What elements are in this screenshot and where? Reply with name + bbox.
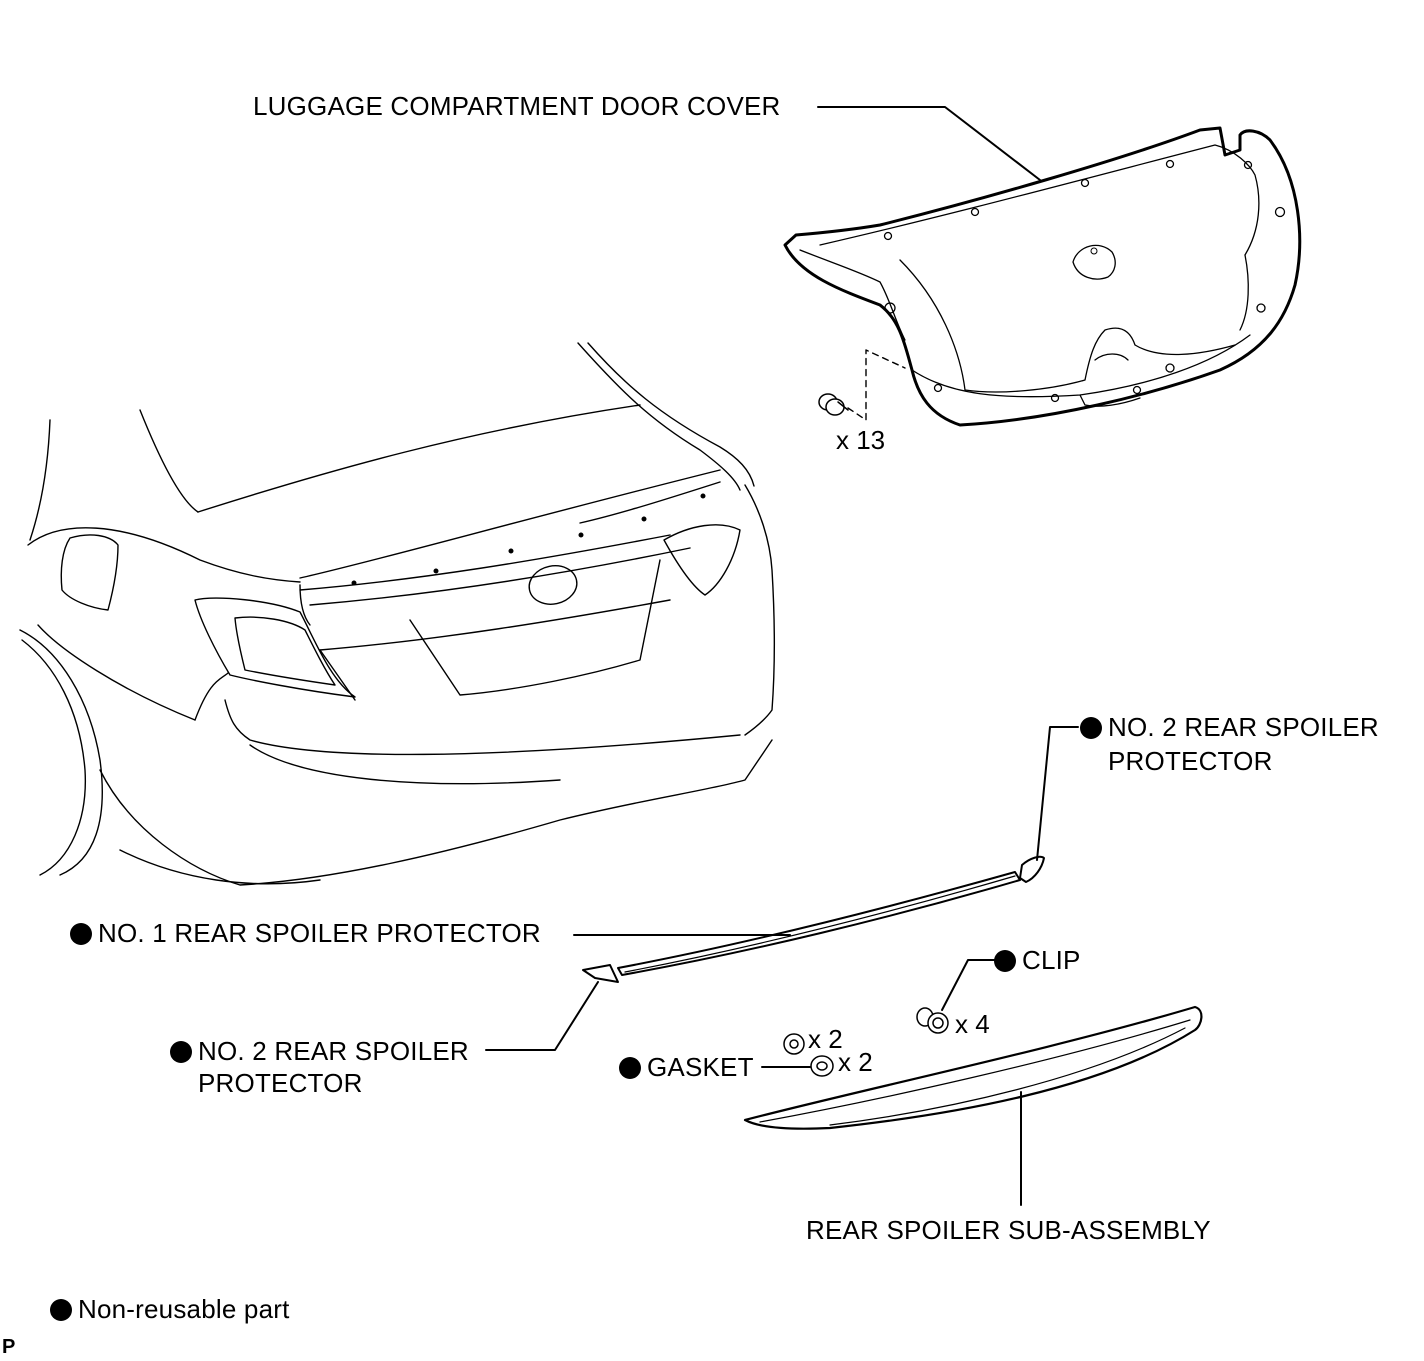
rear-spoiler-drawing xyxy=(743,1005,1203,1130)
nut-icon xyxy=(783,1033,805,1055)
no2-protector-left-drawing xyxy=(582,964,619,983)
corner-mark: P xyxy=(2,1336,16,1358)
label-clip-text: CLIP xyxy=(1022,945,1081,975)
label-door-cover: LUGGAGE COMPARTMENT DOOR COVER xyxy=(253,91,781,121)
gasket-icon xyxy=(810,1055,834,1077)
label-rear-spoiler: REAR SPOILER SUB-ASSEMBLY xyxy=(806,1215,1211,1245)
label-no1-protector: NO. 1 REAR SPOILER PROTECTOR xyxy=(70,917,541,950)
legend-text: Non-reusable part xyxy=(78,1294,290,1324)
label-no2-bottom-line2: PROTECTOR xyxy=(198,1068,363,1098)
non-reusable-dot-icon xyxy=(994,950,1016,972)
vehicle-rear-outline xyxy=(19,342,775,886)
no2-protector-right-drawing xyxy=(1019,855,1045,883)
clip-icon xyxy=(916,1007,949,1034)
non-reusable-dot-icon xyxy=(170,1041,192,1063)
non-reusable-dot-icon xyxy=(70,923,92,945)
door-cover-clip-icon xyxy=(818,393,849,416)
qty-gaskets: x 2 xyxy=(838,1047,873,1077)
qty-clips: x 4 xyxy=(955,1009,990,1039)
label-no2-top-line2: PROTECTOR xyxy=(1108,746,1273,776)
non-reusable-dot-icon xyxy=(1080,717,1102,739)
label-clip: CLIP xyxy=(994,944,1081,977)
label-no2-protector-top: NO. 2 REAR SPOILER xyxy=(1080,711,1379,744)
legend-non-reusable: Non-reusable part xyxy=(50,1293,290,1326)
door-cover-drawing xyxy=(783,126,1302,427)
label-no2-top-line1: NO. 2 REAR SPOILER xyxy=(1108,712,1379,742)
label-gasket: GASKET xyxy=(619,1051,754,1084)
non-reusable-dot-icon xyxy=(50,1299,72,1321)
label-no2-bottom-line1: NO. 2 REAR SPOILER xyxy=(198,1036,469,1066)
leader-lines xyxy=(485,106,1079,1206)
label-no1-text: NO. 1 REAR SPOILER PROTECTOR xyxy=(98,918,541,948)
qty-nuts: x 2 xyxy=(808,1024,843,1054)
label-no2-protector-bottom: NO. 2 REAR SPOILER xyxy=(170,1035,469,1068)
label-gasket-text: GASKET xyxy=(647,1052,754,1082)
no1-protector-drawing xyxy=(617,871,1021,976)
qty-door-clips: x 13 xyxy=(836,425,886,455)
non-reusable-dot-icon xyxy=(619,1057,641,1079)
